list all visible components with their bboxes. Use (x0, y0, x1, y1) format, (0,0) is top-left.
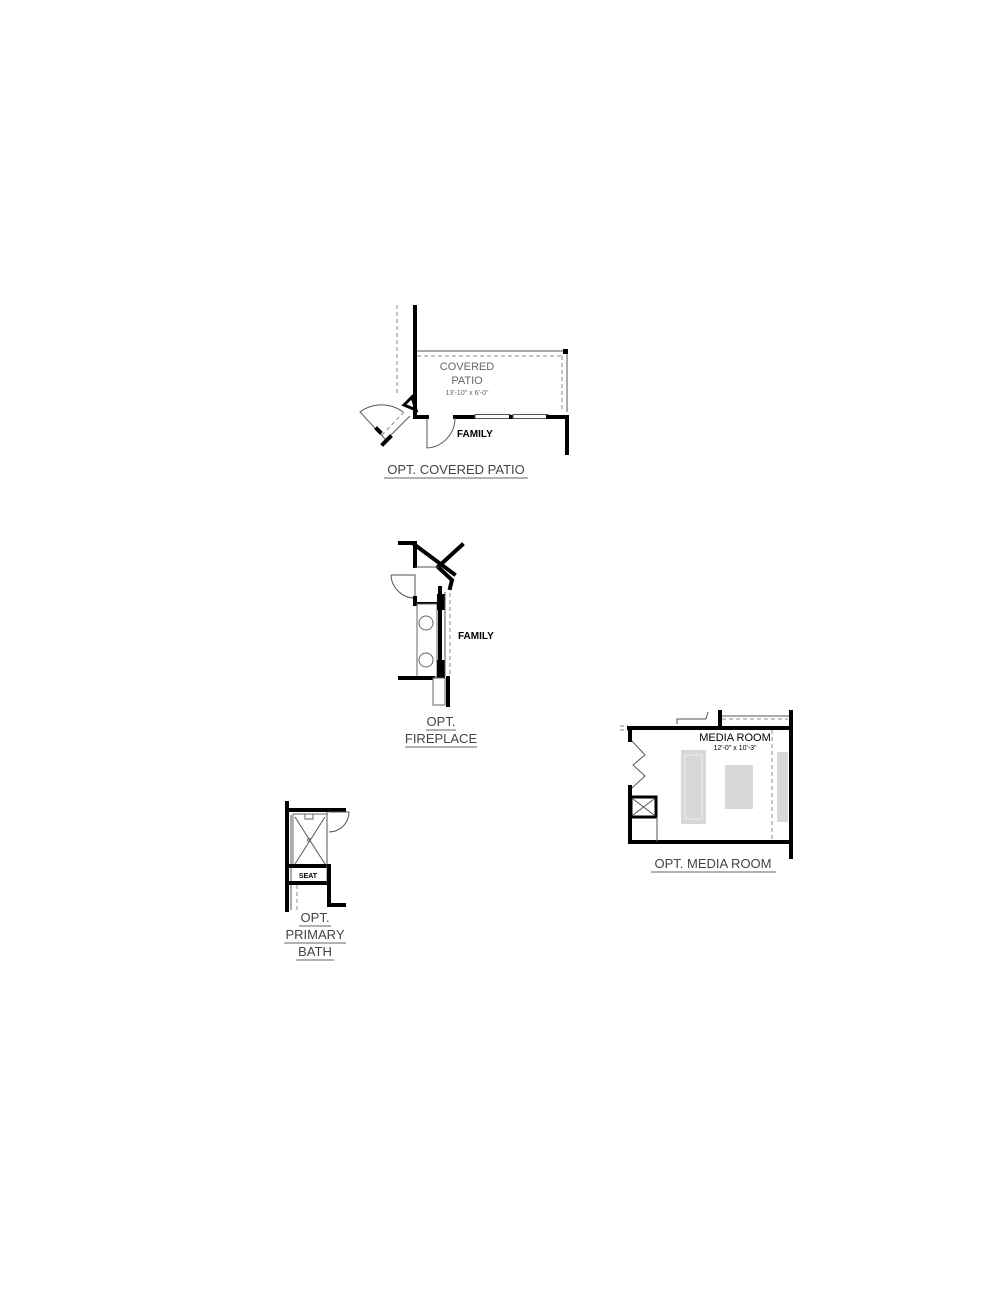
wall (398, 541, 417, 568)
primary-bath-caption: BATH (298, 944, 332, 959)
primary-bath-caption: OPT. (301, 910, 330, 925)
door-swing-arc (426, 417, 456, 449)
seat-label: SEAT (299, 873, 318, 880)
fireplace-plan: FAMILY OPT. FIREPLACE (390, 541, 494, 748)
x-mark (632, 798, 655, 816)
wall (435, 564, 455, 591)
fireplace-caption: FIREPLACE (405, 731, 478, 746)
wall-stub (380, 434, 393, 447)
wall-stub (374, 426, 383, 435)
primary-bath-plan: SEAT OPT. PRIMARY BATH (284, 801, 350, 961)
patio-post (563, 349, 568, 354)
primary-bath-caption: PRIMARY (286, 927, 345, 942)
shower-valve-icon (304, 813, 314, 820)
slider-mullion (509, 415, 513, 419)
covered-patio-plan: COVERED PATIO 13'-10" x 6'-0" FAMILY OPT… (359, 305, 569, 479)
door-swing (328, 811, 350, 833)
media-console (777, 752, 788, 822)
door-threshold (676, 711, 709, 724)
patio-room-name: PATIO (451, 375, 483, 387)
patio-dimensions: 13'-10" x 6'-0" (445, 390, 489, 397)
angled-wall (412, 542, 457, 577)
family-room-label: FAMILY (457, 429, 493, 440)
sliding-door-panel (512, 414, 549, 419)
media-room-caption: OPT. MEDIA ROOM (654, 856, 771, 871)
patio-room-name: COVERED (440, 361, 494, 373)
sliding-door-panel (474, 414, 511, 419)
media-room-dimensions: 12'-0" x 10'-3" (713, 745, 757, 752)
bifold-door (631, 740, 646, 789)
media-room-name: MEDIA ROOM (699, 732, 771, 744)
vanity-counter (416, 603, 438, 678)
sink-icon (418, 652, 434, 668)
family-room-label: FAMILY (458, 631, 494, 642)
fireplace-caption: OPT. (427, 714, 456, 729)
exterior-door-swing (359, 404, 404, 441)
coffee-table (725, 765, 753, 809)
media-room-plan: MEDIA ROOM 12'-0" x 10'-3" OPT. MEDIA RO… (620, 710, 793, 873)
angled-door-dash (379, 411, 405, 438)
wall-niche (432, 677, 446, 706)
covered-patio-caption: OPT. COVERED PATIO (387, 462, 524, 477)
angled-wall (436, 542, 465, 569)
mechanical-closet (629, 795, 658, 819)
sink-icon (418, 615, 434, 631)
right-wall (327, 864, 346, 907)
drain-icon (307, 838, 311, 842)
angled-wall (401, 394, 419, 413)
door-swing (390, 574, 416, 599)
sofa-cushion (684, 754, 703, 820)
